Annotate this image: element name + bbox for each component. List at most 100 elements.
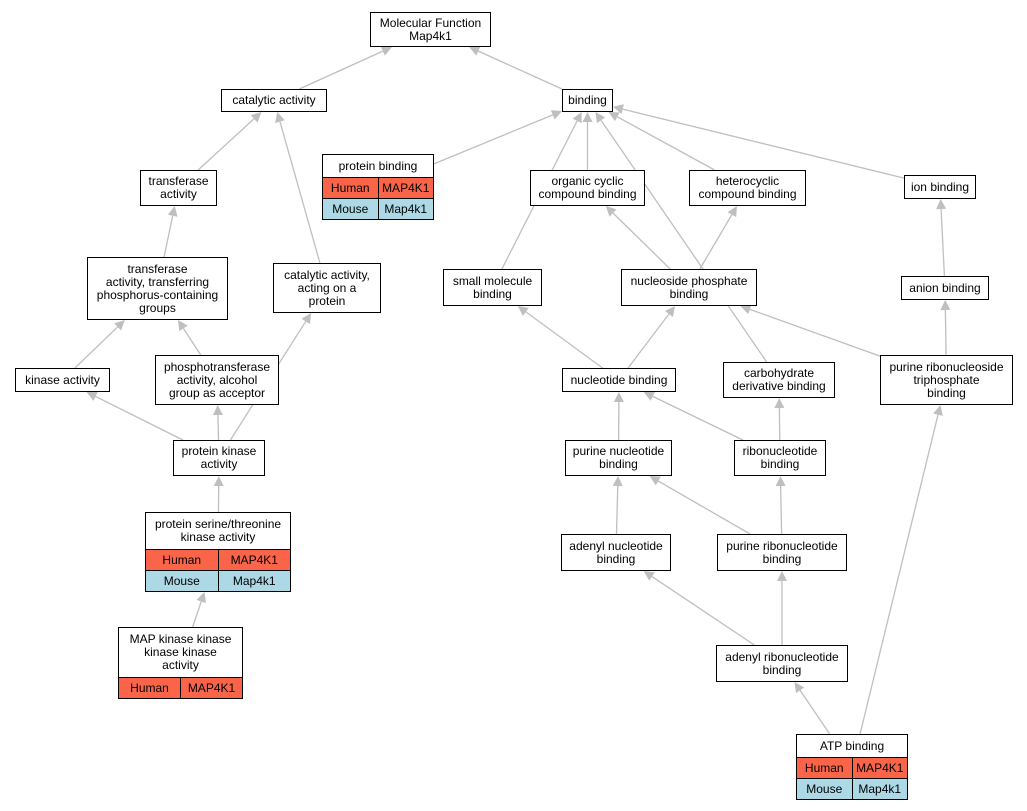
node-kinase-activity[interactable]: kinase activity — [15, 368, 110, 392]
edge-ion_binding-to-binding — [622, 108, 905, 179]
node-protein-binding[interactable]: protein binding Human MAP4K1 Mouse Map4k… — [322, 154, 434, 220]
node-title: phosphotransferase activity, alcohol gro… — [163, 359, 271, 400]
node-transferase-activity[interactable]: transferase activity — [140, 170, 217, 206]
node-protein-serine-threonine-kinase-activity[interactable]: protein serine/threonine kinase activity… — [145, 512, 291, 592]
node-ribonucleotide-binding[interactable]: ribonucleotide binding — [734, 440, 826, 476]
gene-cell: Map4k1 — [217, 571, 291, 591]
arrowhead — [774, 398, 785, 409]
arrowhead — [940, 300, 951, 311]
gene-cell: MAP4K1 — [180, 678, 242, 698]
arrowhead — [212, 405, 223, 416]
arrowhead — [794, 682, 805, 694]
human-row: Human MAP4K1 — [119, 677, 242, 698]
edge-binding-to-mf — [478, 50, 563, 90]
node-title: nucleotide binding — [570, 372, 668, 387]
node-title: ATP binding — [819, 738, 885, 753]
node-purine-ribonucleoside-triphosphate-binding[interactable]: purine ribonucleoside triphosphate bindi… — [880, 355, 1013, 405]
node-molecular-function[interactable]: Molecular Function Map4k1 — [370, 12, 491, 47]
arrowhead — [213, 476, 224, 487]
node-organic-cyclic-compound-binding[interactable]: organic cyclic compound binding — [530, 170, 645, 206]
node-title: transferase activity, transferring phosp… — [96, 261, 219, 315]
node-nucleotide-binding[interactable]: nucleotide binding — [562, 368, 676, 392]
edge-protein_kinase-to-phosphotransferase — [217, 414, 220, 441]
edge-nucleoside_phosphate-to-heterocyclic — [699, 214, 733, 270]
arrowhead — [608, 112, 620, 122]
arrowhead — [250, 112, 262, 123]
gene-cell: Map4k1 — [851, 779, 908, 799]
arrowhead — [582, 112, 593, 122]
node-binding[interactable]: binding — [562, 89, 613, 112]
node-title: protein kinase activity — [181, 444, 257, 471]
arrowhead — [727, 206, 737, 218]
mouse-row: Mouse Map4k1 — [797, 778, 907, 799]
node-phosphotransferase-activity[interactable]: phosphotransferase activity, alcohol gro… — [155, 355, 279, 405]
arrowhead — [933, 405, 943, 416]
arrowhead — [517, 306, 529, 316]
node-title: organic cyclic compound binding — [538, 174, 637, 201]
node-title: adenyl nucleotide binding — [569, 538, 663, 566]
arrowhead — [86, 391, 98, 401]
node-title: transferase activity — [148, 174, 209, 201]
node-title: ion binding — [910, 179, 970, 194]
arrowhead — [177, 320, 188, 332]
edge-purine_ribonucleotide-to-purine_nucleotide — [657, 480, 751, 535]
arrowhead — [167, 206, 178, 217]
node-catalytic-activity[interactable]: catalytic activity — [221, 89, 327, 112]
node-title: MAP kinase kinase kinase kinase activity — [129, 632, 232, 672]
edge-adenyl_ribonucleotide-to-adenyl_nucleotide — [651, 576, 755, 646]
node-ion-binding[interactable]: ion binding — [904, 175, 976, 199]
arrowhead — [643, 391, 655, 401]
arrowhead — [301, 313, 312, 325]
node-title: catalytic activity, acting on a protein — [284, 267, 370, 308]
node-title: adenyl ribonucleotide binding — [725, 649, 839, 677]
node-heterocyclic-compound-binding[interactable]: heterocyclic compound binding — [689, 170, 806, 206]
node-title: heterocyclic compound binding — [698, 174, 797, 201]
gene-cell: MAP4K1 — [851, 758, 908, 778]
arrowhead — [775, 476, 786, 487]
arrowhead — [605, 206, 617, 217]
edge-nucleotide_binding-to-small_molecule — [525, 311, 603, 369]
node-catalytic-activity-acting-on-protein[interactable]: catalytic activity, acting on a protein — [273, 263, 381, 313]
node-adenyl-nucleotide-binding[interactable]: adenyl nucleotide binding — [561, 534, 671, 571]
node-small-molecule-binding[interactable]: small molecule binding — [443, 269, 542, 306]
edge-carbohydrate-to-binding — [600, 119, 768, 363]
gene-cell: MAP4K1 — [217, 550, 291, 570]
node-anion-binding[interactable]: anion binding — [901, 276, 989, 300]
species-cell: Human — [804, 760, 844, 775]
node-title: anion binding — [909, 280, 981, 295]
node-carbohydrate-derivative-binding[interactable]: carbohydrate derivative binding — [723, 362, 835, 398]
node-purine-nucleotide-binding[interactable]: purine nucleotide binding — [565, 440, 672, 476]
edge-nucleoside_phosphate-to-organic_cyclic — [612, 212, 671, 270]
node-map-kinase-kinase-kinase-kinase-activity[interactable]: MAP kinase kinase kinase kinase activity… — [118, 627, 243, 699]
node-adenyl-ribonucleotide-binding[interactable]: adenyl ribonucleotide binding — [716, 645, 848, 682]
edge-ribonucleotide-to-nucleotide_binding — [652, 395, 744, 441]
edge-kinase_activity-to-transferase_phos — [74, 326, 119, 369]
human-row: Human MAP4K1 — [146, 549, 290, 570]
node-atp-binding[interactable]: ATP binding Human MAP4K1 Mouse Map4k1 — [796, 734, 908, 800]
edge-anion_binding-to-ion_binding — [940, 208, 946, 277]
edge-transferase-to-catalytic — [197, 118, 255, 171]
edge-purine_ribonucleoside_tp-to-anion_binding — [944, 309, 947, 356]
edge-protein_binding-to-binding — [433, 114, 554, 165]
human-row: Human MAP4K1 — [797, 757, 907, 778]
edge-protein_kinase-to-kinase_activity — [95, 395, 184, 441]
edge-purine_ribonucleoside_tp-to-nucleoside_phosphate — [749, 308, 881, 357]
node-title: carbohydrate derivative binding — [732, 366, 826, 393]
arrowhead — [649, 476, 661, 486]
node-title: protein serine/threonine kinase activity — [154, 517, 282, 544]
node-transferase-phosphorus[interactable]: transferase activity, transferring phosp… — [87, 257, 228, 320]
edge-phosphotransferase-to-transferase_phos — [182, 328, 202, 356]
mouse-row: Mouse Map4k1 — [323, 198, 433, 219]
node-title: small molecule binding — [452, 273, 533, 301]
edge-catalytic-to-mf — [299, 50, 384, 90]
node-title: purine ribonucleotide binding — [726, 538, 838, 566]
species-cell: Mouse — [806, 781, 843, 796]
arrowhead — [664, 306, 675, 317]
node-title: binding — [568, 93, 607, 107]
node-nucleoside-phosphate-binding[interactable]: nucleoside phosphate binding — [621, 269, 757, 306]
edge-heterocyclic-to-binding — [616, 116, 715, 171]
node-protein-kinase-activity[interactable]: protein kinase activity — [173, 440, 265, 476]
node-title: Molecular Function Map4k1 — [379, 15, 482, 43]
node-purine-ribonucleotide-binding[interactable]: purine ribonucleotide binding — [717, 534, 847, 571]
